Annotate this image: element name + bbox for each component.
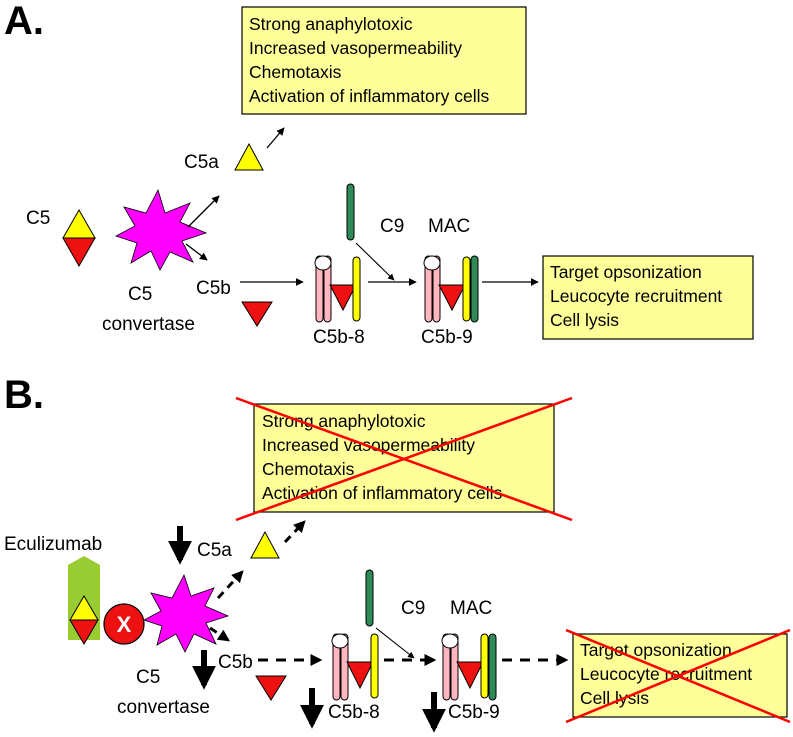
convertase-to-c5a-arrow <box>187 195 220 228</box>
panel-a-effects-box: Strong anaphylotoxic Increased vasoperme… <box>241 6 527 115</box>
c5b-label: C5b <box>196 278 231 299</box>
c5a-triangle <box>234 142 264 171</box>
c5b9-pink-rod-1 <box>442 633 451 701</box>
c5b8-red-triangle <box>329 284 357 312</box>
c5b9-green-rod <box>470 255 479 323</box>
panel-b-outcome-box: Target opsonization Leucocyte recruitmen… <box>565 628 791 724</box>
c5-convertase-star <box>142 573 230 653</box>
convertase-to-c5b-arrow <box>185 243 208 261</box>
c9-label: C9 <box>380 216 404 237</box>
c5b9-red-triangle <box>438 284 466 312</box>
c5-convertase-star <box>114 188 208 271</box>
c5a-triangle <box>250 530 280 559</box>
c5b8-complex <box>314 255 361 323</box>
c5b9-label: C5b-9 <box>448 702 500 723</box>
c5b-triangle <box>255 675 287 701</box>
effects-line-3: Chemotaxis <box>262 459 355 479</box>
c5a-fragment-triangle <box>62 208 96 239</box>
effects-line-1: Strong anaphylotoxic <box>262 411 426 431</box>
c5b9-pink-rod-1 <box>424 255 433 323</box>
outcome-line-1: Target opsonization <box>580 640 732 660</box>
outcome-line-2: Leucocyte recruitment <box>580 664 752 684</box>
panel-a: A. Strong anaphylotoxic Increased vasope… <box>4 0 754 348</box>
mac-label: MAC <box>450 598 492 619</box>
c5a-label: C5a <box>184 152 219 173</box>
effects-line-1: Strong anaphylotoxic <box>249 14 413 34</box>
c5b8-label: C5b-8 <box>313 327 365 348</box>
c5b9-pink-rod-2 <box>450 633 459 701</box>
c5b9-complex <box>423 255 479 323</box>
panel-a-label: A. <box>4 0 44 43</box>
outcome-box-background <box>542 255 754 340</box>
c5b9-red-triangle <box>456 661 484 690</box>
c5b8-ring-top <box>331 633 349 649</box>
c6-pink-rod <box>332 633 341 701</box>
eculizumab-label: Eculizumab <box>4 534 102 555</box>
outcome-cross-line-2 <box>565 628 791 724</box>
c9-to-mac-arrow <box>355 242 395 281</box>
effects-line-2: Increased vasopermeability <box>249 38 462 58</box>
c5b8-label: C5b-8 <box>328 702 380 723</box>
c5b-label: C5b <box>218 652 253 673</box>
c5b8-complex <box>331 633 379 701</box>
convertase-label-line-1: C5 <box>136 667 160 688</box>
c9-to-mac-arrow <box>375 627 415 659</box>
panel-b-effects-box: Strong anaphylotoxic Increased vasoperme… <box>235 396 573 522</box>
block-circle <box>103 603 145 645</box>
c5b-fragment-triangle <box>62 237 96 268</box>
convertase-to-c5a-dashed-arrow <box>216 570 244 600</box>
c5b-triangle <box>241 301 273 327</box>
c5b9-complex <box>441 633 497 701</box>
c5b8-red-triangle <box>346 661 374 690</box>
panel-b-label: B. <box>4 373 44 417</box>
outcome-line-1: Target opsonization <box>550 262 702 282</box>
c7-pink-rod <box>323 255 332 323</box>
c5b9-pink-rod-2 <box>432 255 441 323</box>
c5b8-ring-top <box>314 255 332 271</box>
c5b9-label: C5b-9 <box>421 327 473 348</box>
convertase-label-line-2: convertase <box>102 314 195 335</box>
effects-line-4: Activation of inflammatory cells <box>249 86 489 106</box>
c7-pink-rod <box>340 633 349 701</box>
c5a-to-effects-arrow <box>266 127 285 149</box>
block-x-icon: X <box>117 612 132 637</box>
c5b-fragment-triangle <box>69 619 99 645</box>
panel-a-outcome-box: Target opsonization Leucocyte recruitmen… <box>542 255 754 340</box>
panel-b: B. Strong anaphylotoxic Increased vasope… <box>4 373 791 733</box>
effects-line-3: Chemotaxis <box>249 62 342 82</box>
convertase-to-c5b-dashed-arrow <box>209 626 230 642</box>
outcome-line-3: Cell lysis <box>580 688 649 708</box>
c5a-to-effects-dashed-arrow <box>283 520 306 544</box>
effects-line-4: Activation of inflammatory cells <box>262 483 502 503</box>
convertase-label-line-1: C5 <box>128 284 152 305</box>
c5-label: C5 <box>26 208 50 229</box>
c5b9-green-rod <box>488 633 497 701</box>
c8-yellow-rod <box>352 256 361 322</box>
c5b9-yellow-rod <box>480 633 489 699</box>
c5b9-ring-top <box>423 255 441 271</box>
mac-label: MAC <box>428 216 470 237</box>
c5b9-ring-top <box>441 633 459 649</box>
convertase-label-line-2: convertase <box>117 697 210 718</box>
c5b9-yellow-rod <box>462 256 471 322</box>
outcome-line-2: Leucocyte recruitment <box>550 286 722 306</box>
outcome-line-3: Cell lysis <box>550 310 619 330</box>
effects-box-background <box>241 6 527 115</box>
effects-cross-line-2 <box>235 396 573 522</box>
c8-yellow-rod <box>370 633 379 699</box>
c9-green-rod <box>346 183 355 241</box>
c5a-label: C5a <box>197 540 232 561</box>
c6-pink-rod <box>315 255 324 323</box>
c9-label: C9 <box>401 598 425 619</box>
c9-green-rod <box>365 569 374 627</box>
